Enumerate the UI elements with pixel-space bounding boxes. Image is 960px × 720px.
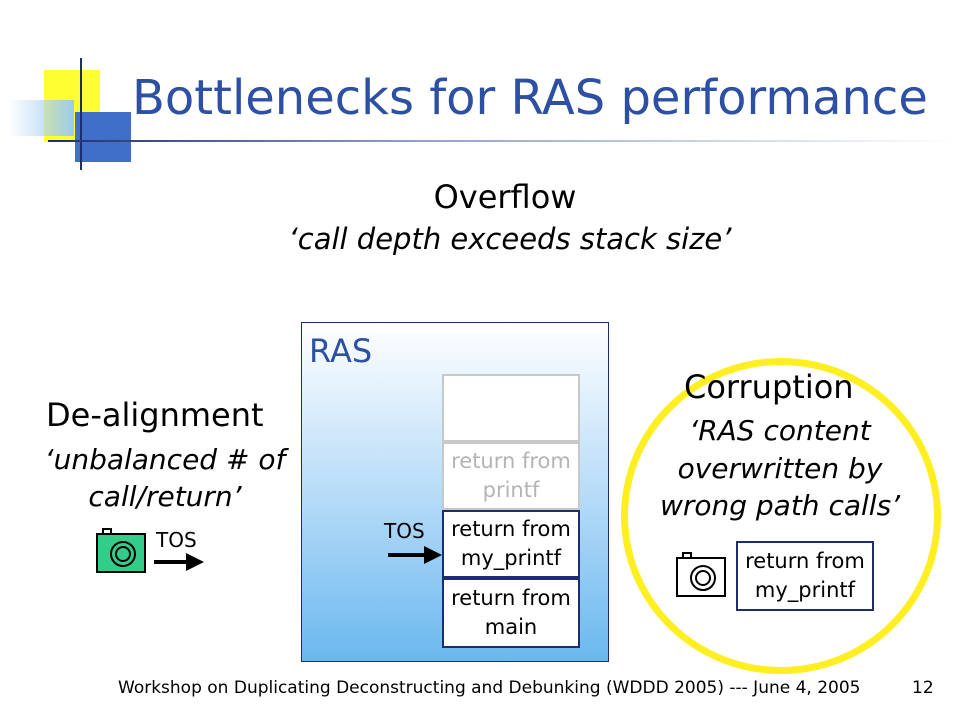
slide-title: Bottlenecks for RAS performance xyxy=(132,70,928,126)
arrow-right-icon xyxy=(388,546,442,564)
corruption-slot-line: my_printf xyxy=(754,578,856,602)
corruption-description-line: overwritten by xyxy=(677,451,883,485)
ras-slot-line: return from xyxy=(451,448,571,473)
ras-tos-label: TOS xyxy=(384,519,425,543)
dealignment-description-line: ‘unbalanced # of xyxy=(44,443,286,476)
ras-label: RAS xyxy=(309,332,373,370)
dealignment-description: ‘unbalanced # of call/return’ xyxy=(20,442,310,516)
ras-slot-line: printf xyxy=(482,478,540,502)
corruption-heading: Corruption xyxy=(684,368,854,406)
camera-icon xyxy=(676,552,726,597)
slide-footer: Workshop on Duplicating Deconstructing a… xyxy=(118,678,861,698)
dealignment-tos-label: TOS xyxy=(156,528,197,552)
ras-slot-line: my_printf xyxy=(460,546,562,570)
dealignment-heading: De-alignment xyxy=(46,396,264,434)
decorative-vertical-line xyxy=(80,58,82,170)
ras-slot-line: return from xyxy=(451,585,571,610)
corruption-description-line: wrong path calls’ xyxy=(659,489,901,523)
decorative-blue-square xyxy=(75,112,131,162)
corruption-slot: return from my_printf xyxy=(736,541,874,611)
ras-slot-main: return from main xyxy=(442,578,580,648)
ras-slot-printf: return from printf xyxy=(442,442,580,510)
corruption-description: ‘RAS content overwritten by wrong path c… xyxy=(640,412,920,525)
ras-slot-line: return from xyxy=(451,516,571,541)
arrow-right-icon xyxy=(154,553,204,571)
corruption-slot-line: return from xyxy=(745,548,865,573)
ras-slot-my-printf: return from my_printf xyxy=(442,510,580,578)
corruption-description-line: ‘RAS content xyxy=(689,414,871,447)
overflow-description: ‘call depth exceeds stack size’ xyxy=(288,222,732,256)
dealignment-description-line: call/return’ xyxy=(88,479,242,513)
overflow-heading: Overflow xyxy=(433,178,577,216)
camera-icon xyxy=(96,528,146,573)
ras-slot-empty xyxy=(442,374,580,442)
corruption-ring xyxy=(621,358,941,674)
title-underline xyxy=(48,140,958,142)
ras-slot-line: main xyxy=(484,615,538,639)
page-number: 12 xyxy=(912,678,934,698)
decorative-lightblue-bar xyxy=(8,100,74,136)
